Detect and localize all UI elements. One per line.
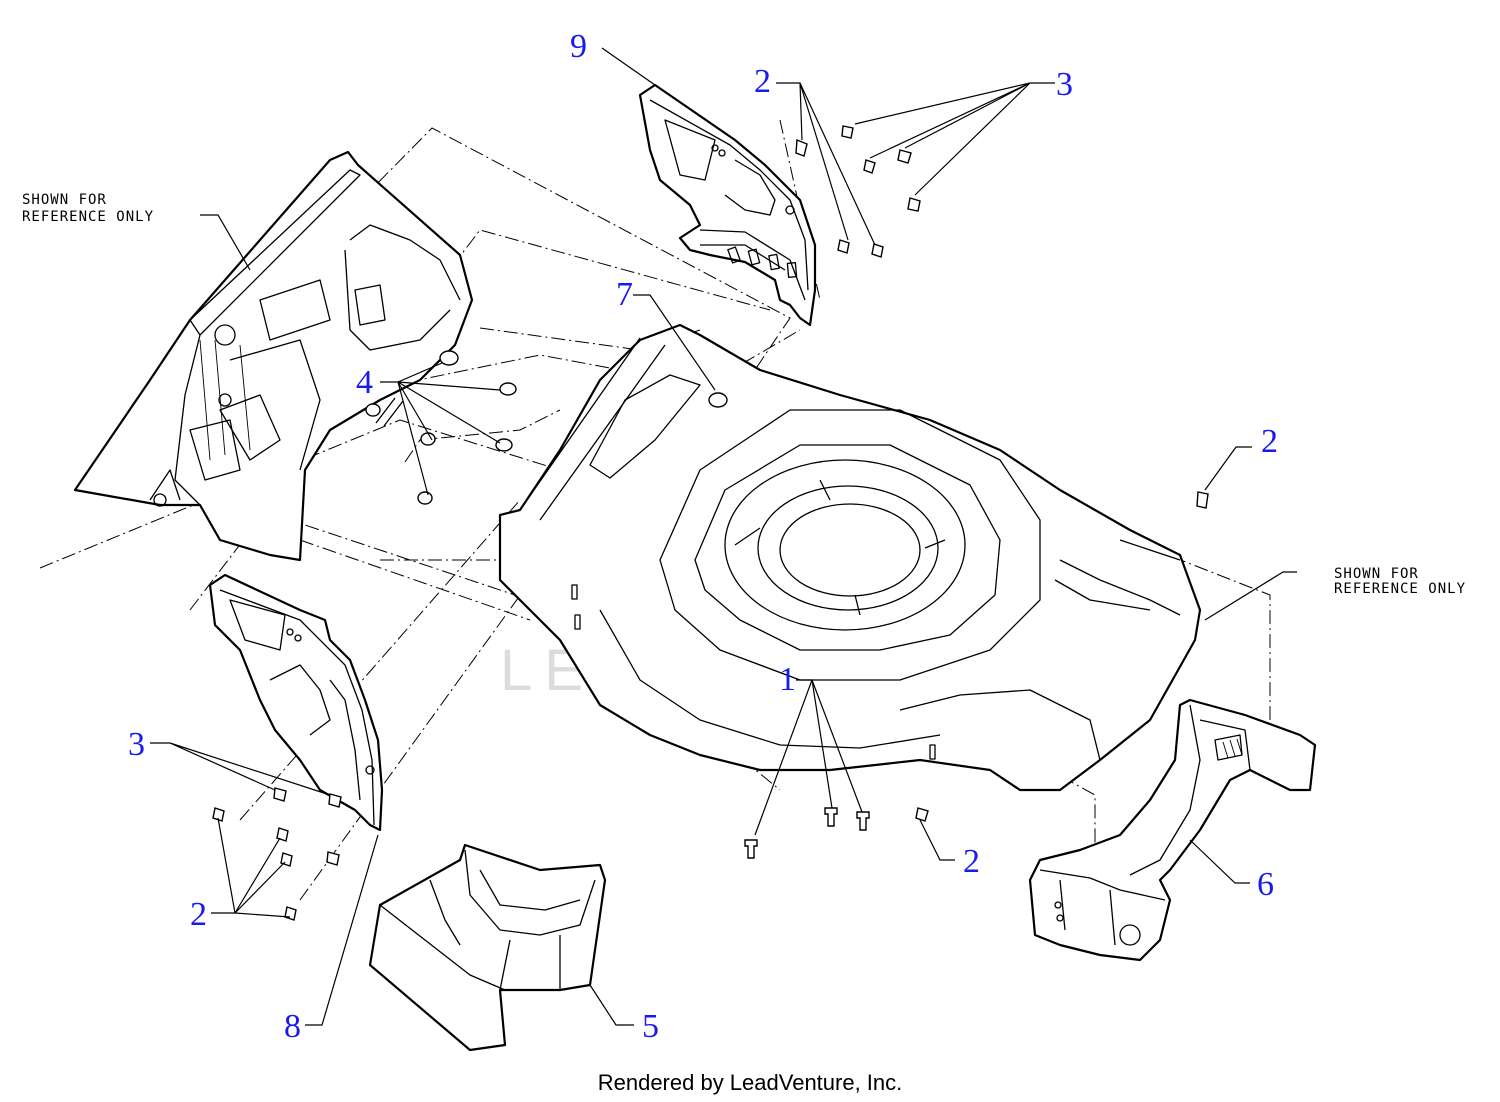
- part-6-rear-flap: [1028, 698, 1317, 962]
- callout-3-top: 3: [1056, 66, 1073, 103]
- callout-9: 9: [570, 28, 587, 65]
- callout-2-top: 2: [754, 63, 771, 100]
- callout-1: 1: [779, 661, 796, 698]
- callout-2-bottom: 2: [963, 843, 980, 880]
- left-reference-assembly: [73, 150, 474, 562]
- callout-4: 4: [356, 364, 373, 401]
- part-5-deflector: [368, 843, 607, 1052]
- right-reference-note-line1: SHOWN FOR: [1334, 566, 1419, 582]
- reference-notes: SHOWN FOR REFERENCE ONLY SHOWN FOR REFER…: [22, 192, 1466, 597]
- right-reference-note-line2: REFERENCE ONLY: [1334, 581, 1466, 597]
- callout-8: 8: [284, 1008, 301, 1045]
- part-8-side-plate: [208, 573, 384, 832]
- callout-6: 6: [1257, 866, 1274, 903]
- part-9-side-plate: [638, 83, 817, 327]
- left-reference-note-line1: SHOWN FOR: [22, 192, 107, 208]
- leader-lines: [150, 47, 1297, 1026]
- left-reference-note-line2: REFERENCE ONLY: [22, 209, 154, 225]
- callout-2-left: 2: [190, 896, 207, 933]
- callout-5: 5: [642, 1008, 659, 1045]
- fasteners: [212, 125, 1209, 921]
- callout-7: 7: [616, 276, 633, 313]
- part-7-mower-deck: [498, 323, 1202, 792]
- callout-2-right: 2: [1261, 423, 1278, 460]
- callout-numbers: 9 2 3 7 4 2 1 3 2 6 2 8 5: [128, 28, 1278, 1045]
- footer-credit: Rendered by LeadVenture, Inc.: [598, 1070, 903, 1095]
- callout-3-left: 3: [128, 726, 145, 763]
